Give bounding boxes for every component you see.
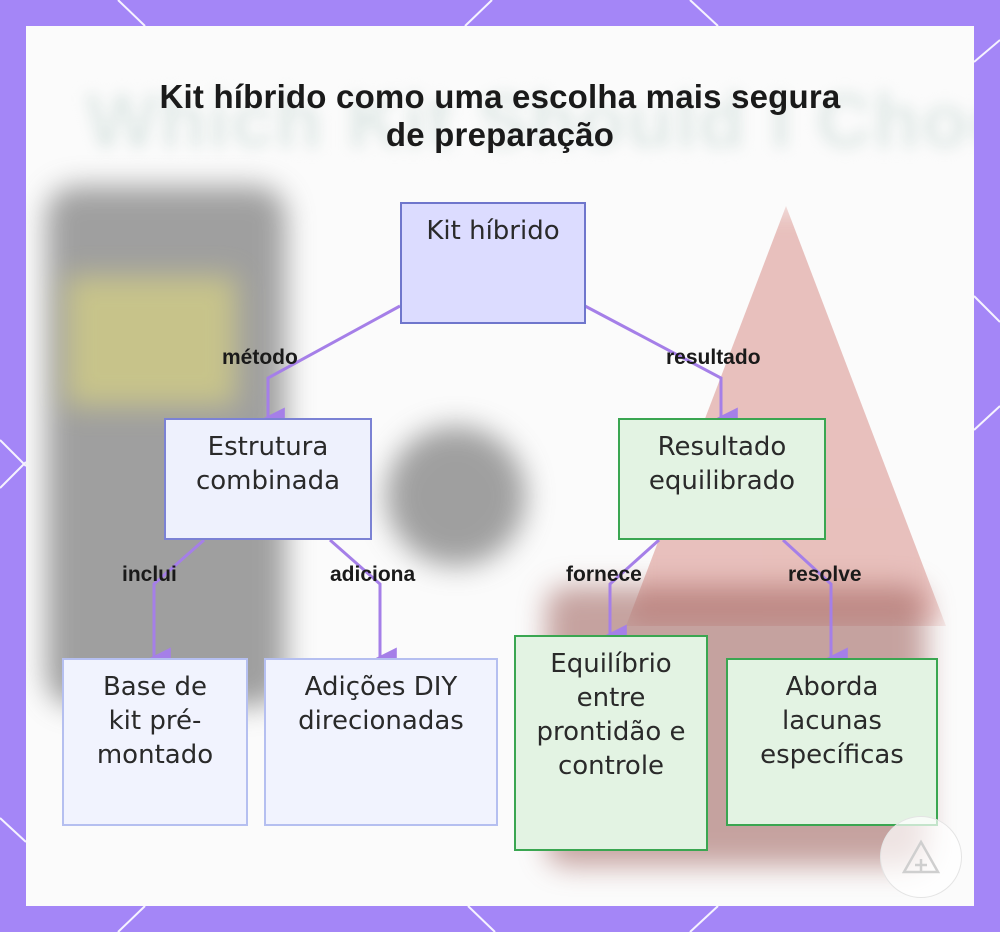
node-structure: Estrutura combinada (164, 418, 372, 540)
edge-result (584, 304, 738, 429)
edge-solves (781, 538, 848, 669)
diagram-title: Kit híbrido como uma escolha mais segura… (159, 78, 841, 153)
node-structure-label: Estrutura combinada (195, 432, 341, 496)
edge-label-provides: fornece (566, 563, 642, 586)
node-root-label: Kit híbrido (426, 216, 560, 246)
edge-method (263, 304, 401, 429)
node-gaps: Aborda lacunas específicas (726, 658, 938, 826)
node-balance-label: Equilíbrio entre prontidão e controle (536, 649, 686, 781)
node-diy: Adições DIY direcionadas (264, 658, 498, 826)
node-balance: Equilíbrio entre prontidão e controle (514, 635, 708, 851)
triangle-logo-icon (880, 816, 962, 898)
edge-label-solves: resolve (788, 563, 862, 586)
node-root: Kit híbrido (400, 202, 586, 324)
background-vs-badge (386, 426, 526, 566)
edge-includes (149, 538, 205, 669)
node-base-label: Base de kit pré-montado (96, 672, 214, 770)
edge-provides (605, 538, 661, 646)
edge-adds (329, 538, 397, 669)
background-device-screen (66, 276, 236, 406)
node-base: Base de kit pré-montado (62, 658, 248, 826)
background-heading: Which Kit Should I Choose? (86, 79, 974, 164)
edge-label-adds: adiciona (330, 563, 416, 586)
edge-label-method: método (222, 346, 298, 369)
node-gaps-label: Aborda lacunas específicas (760, 672, 904, 770)
node-outcome: Resultado equilibrado (618, 418, 826, 540)
node-diy-label: Adições DIY direcionadas (298, 672, 464, 736)
edge-label-includes: inclui (122, 563, 177, 586)
edge-label-result: resultado (666, 346, 761, 369)
node-outcome-label: Resultado equilibrado (648, 432, 796, 496)
